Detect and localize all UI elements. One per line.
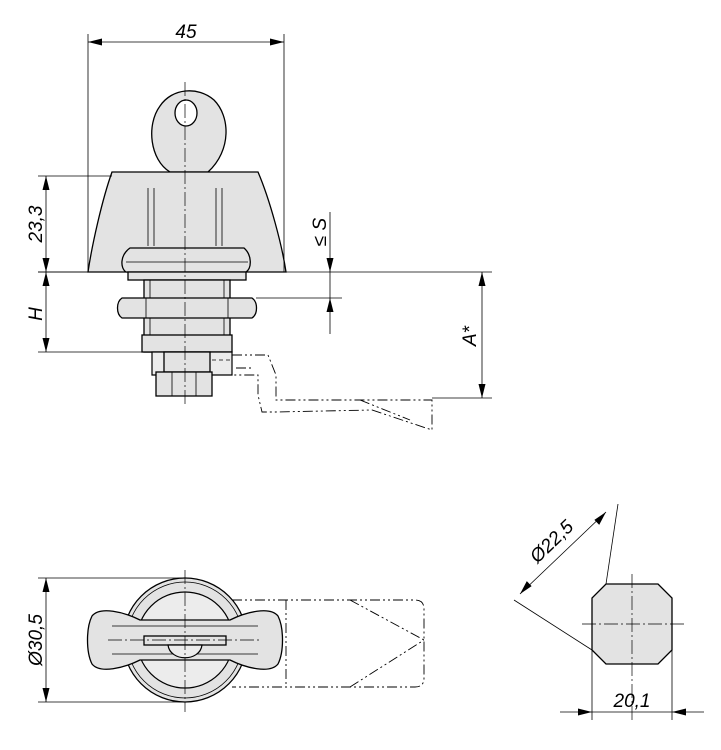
dim-22-5-label: Ø22,5 <box>526 516 579 568</box>
key <box>151 90 227 173</box>
dim-30-5-label: Ø30,5 <box>26 614 47 667</box>
dim-20-1-label: 20,1 <box>613 691 651 712</box>
seal-ring <box>127 271 247 281</box>
screw-head <box>155 371 213 397</box>
dim-45-label: 45 <box>175 22 197 43</box>
key-hole <box>174 99 198 127</box>
key-bow <box>151 90 227 173</box>
top-cam-phantom-diag-2 <box>349 639 425 688</box>
body-shoulder <box>141 334 233 353</box>
spindle-section: Ø22,5 20,1 <box>513 503 704 720</box>
top-cam-phantom <box>232 599 425 688</box>
dim-width-45: 45 <box>87 22 285 272</box>
dim-height-23-3: 23,3 <box>26 175 112 273</box>
top-view: Ø30,5 <box>26 570 425 712</box>
dim-s: ≤ S <box>256 212 342 334</box>
dim-width-20-1: 20,1 <box>560 650 704 720</box>
cam-phantom-taper <box>359 399 411 421</box>
side-view: 45 23,3 H ≤ S <box>26 22 492 431</box>
hex-nut <box>116 297 258 319</box>
dim-a: A* <box>432 272 492 399</box>
dim-23-3-label: 23,3 <box>26 205 47 243</box>
dim-h: H <box>26 272 144 353</box>
collar <box>121 247 251 273</box>
spindle <box>163 351 211 373</box>
dim-a-label: A* <box>460 325 481 347</box>
dim-h-label: H <box>26 307 47 321</box>
dim-diameter-30-5: Ø30,5 <box>26 577 186 703</box>
dim-s-label: ≤ S <box>310 217 331 246</box>
top-cam-phantom-diag-1 <box>349 599 425 641</box>
cam-phantom <box>231 354 433 431</box>
key-bump <box>167 644 203 659</box>
